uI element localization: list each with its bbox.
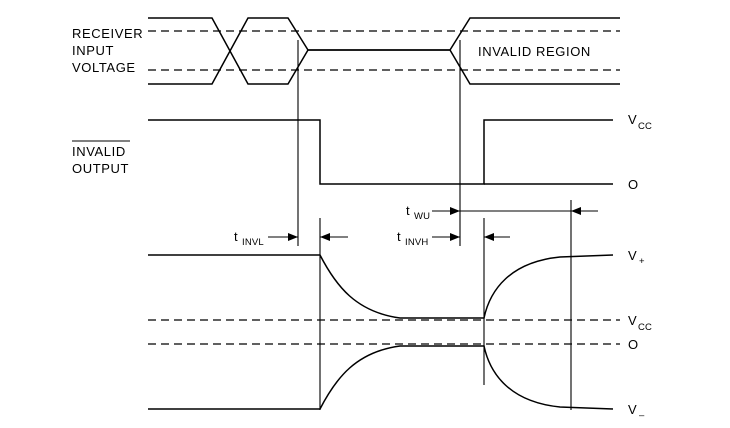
svg-text:V: V: [628, 248, 637, 263]
right-label-zero-bottom: O: [628, 337, 639, 352]
t-invl-label: t INVL: [234, 229, 264, 248]
invalid-output-label-line2: OUTPUT: [72, 161, 129, 176]
invalid-output-label-line1: INVALID: [72, 144, 126, 159]
svg-text:INVL: INVL: [242, 237, 264, 248]
svg-text:WU: WU: [414, 211, 430, 222]
invalid-output-signal: [148, 119, 613, 185]
right-label-vcc-top: V CC: [628, 112, 652, 132]
svg-text:t: t: [234, 229, 238, 244]
invalid-region-label: INVALID REGION: [478, 44, 591, 59]
svg-text:CC: CC: [638, 121, 652, 132]
svg-text:V: V: [628, 112, 637, 127]
svg-text:O: O: [628, 177, 639, 192]
right-label-zero-top: O: [628, 177, 639, 192]
v-plus-waveform: [148, 254, 614, 319]
svg-text:+: +: [639, 256, 645, 267]
t-invh-arrowhead-right: [484, 233, 494, 241]
svg-text:V: V: [628, 313, 637, 328]
t-invh-label: t INVH: [397, 229, 429, 248]
svg-text:CC: CC: [638, 322, 652, 333]
svg-text:O: O: [628, 337, 639, 352]
t-invl-arrowhead-right: [320, 233, 330, 241]
receiver-signal-b: [148, 17, 620, 85]
v-minus-waveform: [148, 345, 614, 410]
svg-text:t: t: [397, 229, 401, 244]
t-wu-label: t WU: [406, 203, 430, 222]
right-label-v-minus: V –: [628, 402, 645, 421]
receiver-label-line3: VOLTAGE: [72, 60, 136, 75]
svg-text:V: V: [628, 402, 637, 417]
t-wu-arrowhead-right: [571, 207, 581, 215]
right-label-vcc-bottom: V CC: [628, 313, 652, 333]
receiver-label-line1: RECEIVER: [72, 26, 143, 41]
svg-text:–: –: [639, 410, 645, 421]
right-label-v-plus: V +: [628, 248, 645, 267]
svg-text:INVH: INVH: [405, 237, 429, 248]
receiver-label-line2: INPUT: [72, 43, 114, 58]
t-wu-arrowhead-left: [450, 207, 460, 215]
t-invl-arrowhead-left: [288, 233, 298, 241]
t-invh-arrowhead-left: [450, 233, 460, 241]
svg-text:t: t: [406, 203, 410, 218]
